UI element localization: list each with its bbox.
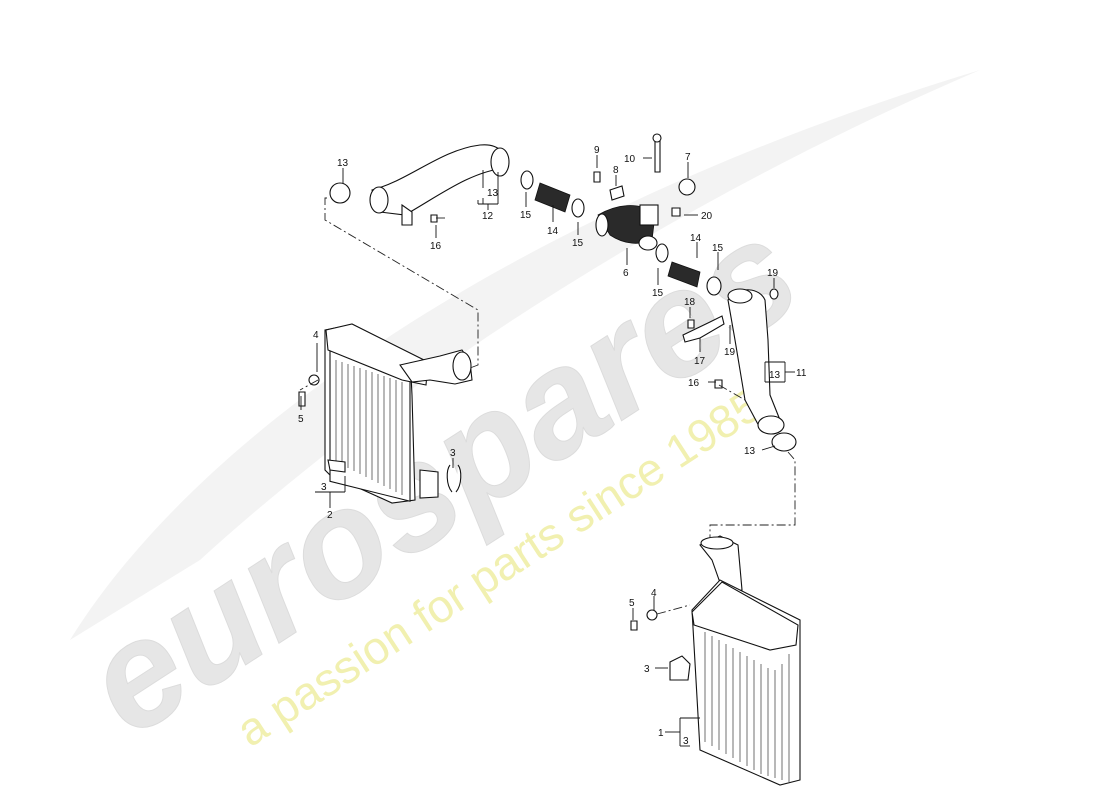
clamps [308, 170, 797, 621]
callout-15: 15 [652, 288, 664, 299]
callout-15: 15 [712, 243, 724, 254]
clamp-ring-upper [678, 178, 696, 196]
callout-3: 3 [321, 482, 327, 493]
hose-upper [534, 182, 571, 213]
intercooler-left [324, 323, 473, 504]
o-ring-19 [769, 288, 779, 300]
charge-pipe-left [369, 144, 510, 226]
callout-13: 13 [337, 158, 349, 169]
clamp-ring-left [329, 182, 351, 204]
callout-6: 6 [623, 268, 629, 279]
leader-lines [300, 155, 795, 747]
callout-12: 12 [482, 211, 494, 222]
callout-17: 17 [694, 356, 706, 367]
callout-2: 2 [327, 510, 333, 521]
callout-11: 11 [796, 368, 807, 379]
callout-4: 4 [313, 330, 319, 341]
callout-8: 8 [613, 165, 619, 176]
callout-3: 3 [450, 448, 456, 459]
watermark: eurospares a passion for parts since 198… [55, 70, 980, 767]
callout-3: 3 [644, 664, 650, 675]
callout-20: 20 [701, 211, 713, 222]
callout-9: 9 [594, 145, 600, 156]
callout-5: 5 [298, 414, 304, 425]
intercooler-right [691, 535, 801, 786]
center-branch [595, 204, 659, 251]
callout-18: 18 [684, 297, 696, 308]
assembly-lines [299, 197, 796, 615]
callout-15: 15 [572, 238, 584, 249]
callout-14: 14 [547, 226, 559, 237]
hose-lower [667, 261, 701, 288]
fasteners [298, 133, 725, 681]
callout-15: 15 [520, 210, 532, 221]
callout-13: 13 [487, 188, 499, 199]
callout-14: 14 [690, 233, 702, 244]
callout-7: 7 [685, 152, 691, 163]
callout-13: 13 [769, 370, 781, 381]
charge-pipe-right [727, 288, 785, 435]
callouts: 13 13 12 16 15 14 15 9 8 10 7 20 6 14 15… [298, 145, 807, 747]
watermark-swoosh [70, 70, 980, 640]
callout-4: 4 [651, 588, 657, 599]
clamp-ring-lower [771, 432, 797, 452]
callout-3: 3 [683, 736, 689, 747]
callout-19: 19 [724, 347, 736, 358]
callout-16: 16 [688, 378, 700, 389]
callout-1: 1 [658, 728, 664, 739]
callout-16: 16 [430, 241, 442, 252]
callout-13: 13 [744, 446, 756, 457]
callout-5: 5 [629, 598, 635, 609]
callout-19: 19 [767, 268, 779, 279]
callout-10: 10 [624, 154, 636, 165]
